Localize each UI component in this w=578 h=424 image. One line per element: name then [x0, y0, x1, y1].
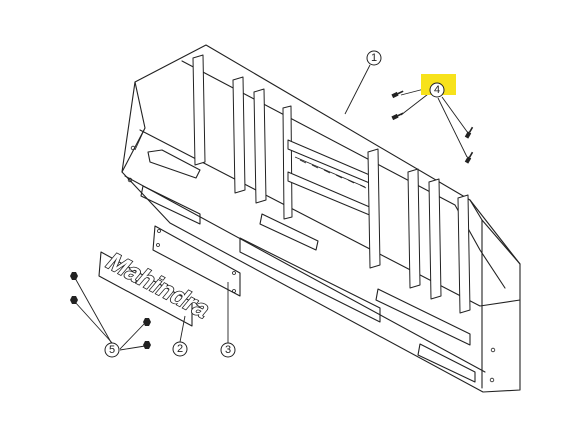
balloon-1-label: 1: [371, 52, 377, 64]
balloon-5: 5: [104, 342, 120, 358]
balloon-3-label: 3: [225, 344, 231, 356]
nuts: [70, 272, 151, 349]
balloon-2: 2: [172, 341, 188, 357]
balloon-4-label: 4: [434, 84, 440, 96]
balloon-5-label: 5: [109, 344, 115, 356]
balloon-1: 1: [366, 50, 382, 66]
balloon-2-label: 2: [177, 343, 183, 355]
shelf-unit: [121, 44, 521, 393]
balloon-4: 4: [429, 82, 445, 98]
logo-badge: Mahindra: [98, 248, 218, 327]
backing-plate: [152, 225, 241, 297]
bolts: [391, 90, 474, 164]
leader-lines: [74, 64, 469, 351]
balloon-3: 3: [220, 342, 236, 358]
